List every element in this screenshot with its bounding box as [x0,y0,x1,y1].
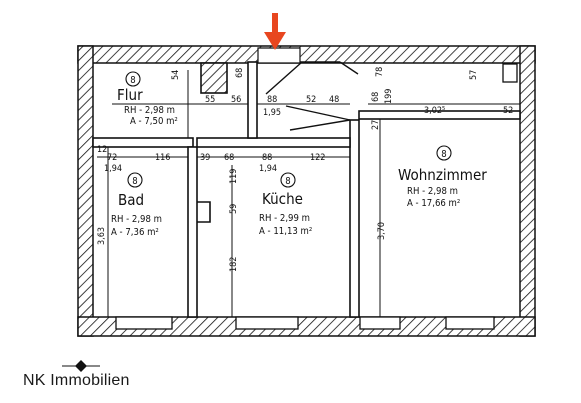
dim-label: 68 [224,153,234,163]
dim-label: 122 [310,153,325,163]
door-lines [197,61,359,223]
dim-label: 182 [229,257,239,272]
room-rh-kueche: RH - 2,99 m [259,213,310,224]
bad-level: 8 [132,176,137,187]
dimension-lines [97,70,520,317]
room-area-flur: A - 7,50 m² [130,116,178,127]
dim-label: 27 [371,120,381,130]
room-area-bad: A - 7,36 m² [111,227,159,238]
brand-name: NK Immobilien [23,372,130,389]
dim-label: 1,95 [263,108,281,118]
dim-label: 72 [107,153,117,163]
dim-label: 3,02⁵ [424,106,445,116]
level-markers [125,71,452,188]
flur-level: 8 [130,75,135,86]
room-name-flur: Flur [117,86,143,104]
dim-label: 1,94 [104,164,122,174]
dim-label: 68 [235,68,245,78]
room-name-bad: Bad [118,191,144,209]
dim-label: 3,70 [377,222,387,240]
dim-label: 59 [229,204,239,214]
dim-label: 1,94 [259,164,277,174]
dim-label: 55 [205,95,215,105]
dim-label: 12 [97,145,107,155]
dimension-labels: 54 68 55 56 88 1,95 52 48 78 68 199 57 2… [97,67,513,272]
dim-label: 48 [329,95,339,105]
room-rh-flur: RH - 2,98 m [124,105,175,116]
dim-label: 116 [155,153,170,163]
dim-label: 56 [231,95,241,105]
dim-label: 54 [171,70,181,80]
dim-label: 68 [371,92,381,102]
inner-walls [92,61,521,318]
dim-label: 39 [200,153,210,163]
room-area-kueche: A - 11,13 m² [259,226,312,237]
brand-logo [62,360,100,372]
wohn-level: 8 [441,149,446,160]
dim-label: 52 [306,95,316,105]
room-rh-bad: RH - 2,98 m [111,214,162,225]
dim-label: 3,63 [97,227,107,245]
outer-walls [77,45,536,337]
room-name-wohnzimmer: Wohnzimmer [398,166,487,184]
kueche-level: 8 [285,176,290,187]
arrow-down-icon [264,13,286,50]
dim-label: 119 [229,169,239,184]
dim-label: 57 [469,70,479,80]
room-area-wohnzimmer: A - 17,66 m² [407,198,460,209]
room-rh-wohnzimmer: RH - 2,98 m [407,186,458,197]
dim-label: 88 [262,153,272,163]
dim-label: 88 [267,95,277,105]
dim-label: 199 [384,89,394,104]
dim-label: 52 [503,106,513,116]
dim-label: 78 [375,67,385,77]
room-name-kueche: Küche [262,190,303,208]
